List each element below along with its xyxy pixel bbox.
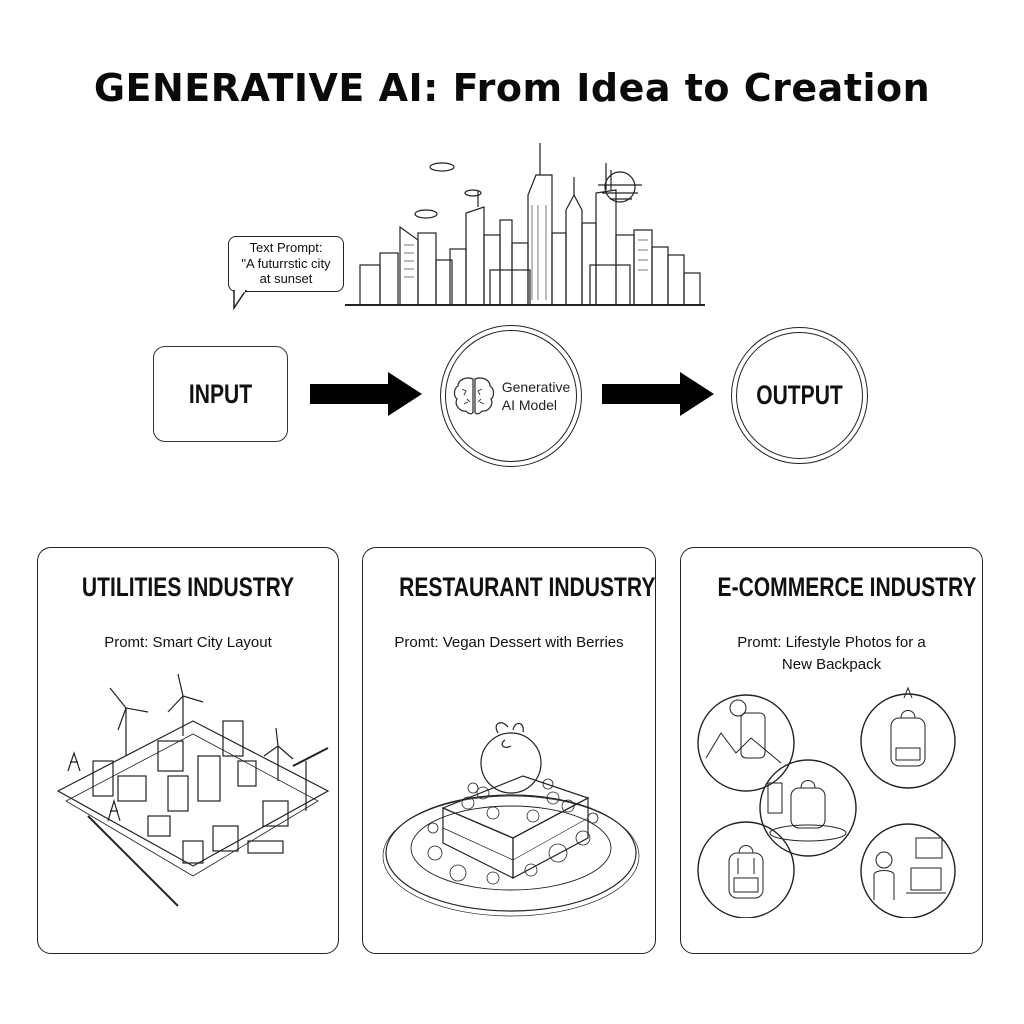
card-title: UTILITIES INDUSTRY xyxy=(81,572,295,602)
card-prompt: Promt: Smart City Layout xyxy=(104,634,272,651)
brain-icon xyxy=(453,377,494,415)
card-prompt: Promt: Lifestyle Photos for a New Backpa… xyxy=(737,634,926,673)
bubble-line-2: "A futurrstic city xyxy=(241,255,331,271)
bubble-line-1: Text Prompt: xyxy=(249,240,323,255)
output-label: OUTPUT xyxy=(756,380,843,410)
bubble-line-3: at sunset xyxy=(259,271,313,286)
bubble-tail-icon xyxy=(233,290,247,310)
backpack-collage-illustration xyxy=(697,686,956,918)
model-label-line-2: AI Model xyxy=(501,397,557,413)
smart-city-illustration xyxy=(56,673,330,907)
card-title: E-COMMERCE INDUSTRY xyxy=(717,572,977,602)
output-circle: OUTPUT xyxy=(731,327,868,464)
right-arrow-icon xyxy=(602,372,714,416)
model-label-line-1: Generative xyxy=(501,379,571,395)
utilities-industry-card: UTILITIES INDUSTRY Promt: Smart City Lay… xyxy=(37,547,339,954)
card-prompt: Promt: Vegan Dessert with Berries xyxy=(394,634,624,651)
vegan-dessert-illustration xyxy=(382,722,640,917)
text-prompt-bubble: Text Prompt: "A futurrstic city at sunse… xyxy=(228,236,344,292)
city-skyline-illustration xyxy=(345,143,705,306)
restaurant-industry-card: RESTAURANT INDUSTRY Promt: Vegan Dessert… xyxy=(362,547,656,954)
input-box: INPUT xyxy=(153,346,288,442)
page-title: GENERATIVE AI: From Idea to Creation xyxy=(93,66,931,110)
right-arrow-icon xyxy=(310,372,422,416)
ecommerce-industry-card: E-COMMERCE INDUSTRY Promt: Lifestyle Pho… xyxy=(680,547,983,954)
generative-ai-model-circle: Generative AI Model xyxy=(440,325,582,467)
input-label: INPUT xyxy=(188,378,253,409)
card-title: RESTAURANT INDUSTRY xyxy=(399,572,656,602)
